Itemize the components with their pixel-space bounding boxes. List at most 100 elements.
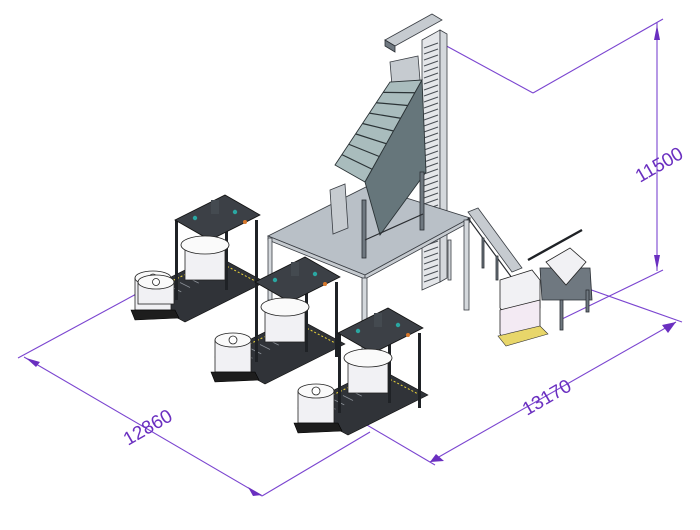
elevator-bucket bbox=[423, 150, 439, 157]
elevator-bucket bbox=[423, 276, 439, 283]
steel-platform bbox=[266, 185, 472, 361]
elevator-bucket bbox=[423, 138, 439, 145]
depth-arrow-top bbox=[26, 358, 40, 367]
elevator-bucket bbox=[423, 48, 439, 55]
width-arrow-right bbox=[662, 322, 676, 333]
depth-dim-line bbox=[23, 356, 263, 497]
filling-station-2 bbox=[210, 256, 346, 385]
bag-pallet bbox=[130, 309, 180, 321]
frame-post bbox=[418, 333, 421, 408]
elevator-bucket bbox=[423, 156, 439, 163]
elevator-bucket bbox=[423, 180, 439, 187]
width-dim-line bbox=[429, 321, 677, 463]
bag-top bbox=[260, 297, 310, 317]
elevator-bucket bbox=[423, 96, 439, 103]
height-arrow-bottom bbox=[654, 255, 660, 270]
valve bbox=[355, 328, 361, 334]
elevator-bucket bbox=[423, 114, 439, 121]
depth-dim-label: 12860 bbox=[120, 406, 176, 451]
elevator-bucket bbox=[423, 186, 439, 193]
filling-spout bbox=[374, 313, 382, 327]
elevator-bucket bbox=[423, 126, 439, 133]
bag-pallet bbox=[210, 371, 260, 383]
width-dimension: 13170 bbox=[354, 286, 683, 466]
elevator-bucket bbox=[423, 168, 439, 175]
valve bbox=[395, 322, 401, 328]
frame-post bbox=[338, 333, 341, 413]
roller bbox=[259, 344, 271, 350]
discharge-bag bbox=[545, 247, 587, 286]
frame-post bbox=[175, 220, 178, 300]
filling-head-frame bbox=[254, 256, 341, 303]
width-dim-label: 13170 bbox=[519, 376, 575, 421]
screen-side-plate bbox=[364, 78, 427, 237]
inclined-belt-conveyor bbox=[467, 207, 523, 281]
bag-top bbox=[343, 348, 393, 368]
elevator-bucket bbox=[423, 270, 439, 277]
elevator-bucket bbox=[423, 264, 439, 271]
roller bbox=[342, 395, 354, 401]
screen-outlet-chute bbox=[329, 183, 349, 235]
height-dim-label: 11500 bbox=[632, 143, 687, 187]
screen-rib bbox=[355, 133, 387, 145]
platform-leg bbox=[463, 219, 470, 311]
width-extension-left bbox=[354, 417, 436, 466]
width-arrow-left bbox=[430, 454, 444, 462]
height-arrow-top bbox=[654, 25, 660, 40]
elevator-head-side bbox=[384, 39, 396, 53]
bulk-bag-filling bbox=[184, 249, 226, 281]
elevator-casing-side bbox=[439, 29, 448, 283]
conveyor-leg bbox=[481, 237, 485, 269]
bag-spout bbox=[152, 278, 160, 286]
height-extension-top-right bbox=[532, 18, 664, 94]
elevator-bucket bbox=[423, 54, 439, 61]
conveyor-leg bbox=[495, 255, 499, 281]
screen-rib bbox=[348, 143, 380, 158]
screen-rib bbox=[362, 122, 394, 132]
elevator-bucket bbox=[423, 252, 439, 259]
width-extension-right bbox=[582, 286, 683, 323]
elevator-bucket bbox=[423, 42, 439, 49]
frame-post bbox=[255, 282, 258, 362]
depth-arrow-bottom bbox=[248, 487, 262, 496]
filling-spout bbox=[291, 262, 299, 276]
elevator-bucket bbox=[423, 108, 439, 115]
filling-station-3 bbox=[293, 307, 429, 436]
bag-pallet bbox=[293, 422, 343, 434]
elevator-bucket bbox=[423, 90, 439, 97]
screen-support-leg bbox=[361, 199, 367, 259]
elevator-bucket bbox=[423, 258, 439, 265]
elevator-bucket bbox=[423, 198, 439, 205]
valve bbox=[406, 333, 410, 337]
conveyor-frame bbox=[467, 217, 513, 279]
filling-head-frame bbox=[174, 194, 261, 241]
staged-bag bbox=[137, 274, 175, 305]
valve bbox=[243, 220, 247, 224]
screen-support-leg bbox=[419, 171, 425, 231]
filling-head-frame bbox=[337, 307, 424, 354]
valve bbox=[192, 215, 198, 221]
elevator-bucket bbox=[423, 72, 439, 79]
inclined-vibrating-screen bbox=[329, 55, 427, 259]
bulk-bag-filling bbox=[264, 311, 306, 343]
bag-pallet bbox=[497, 325, 549, 347]
filling-spout bbox=[211, 200, 219, 214]
elevator-bucket bbox=[423, 120, 439, 127]
discharger-leg bbox=[559, 299, 564, 331]
elevator-bucket bbox=[423, 174, 439, 181]
valve bbox=[232, 209, 238, 215]
elevator-bucket bbox=[423, 192, 439, 199]
platform-leg bbox=[447, 239, 452, 281]
filling-stations bbox=[130, 194, 429, 436]
bag-spout bbox=[311, 386, 321, 396]
elevator-bucket bbox=[423, 246, 439, 253]
elevator-bucket bbox=[423, 132, 439, 139]
screen-rib bbox=[341, 154, 373, 170]
bag-top bbox=[180, 235, 230, 255]
frame-post bbox=[255, 220, 258, 295]
bag-discharge-station bbox=[497, 228, 593, 347]
roller bbox=[179, 282, 191, 288]
conveyor-belt bbox=[467, 207, 523, 273]
height-extension-bottom bbox=[559, 269, 664, 321]
